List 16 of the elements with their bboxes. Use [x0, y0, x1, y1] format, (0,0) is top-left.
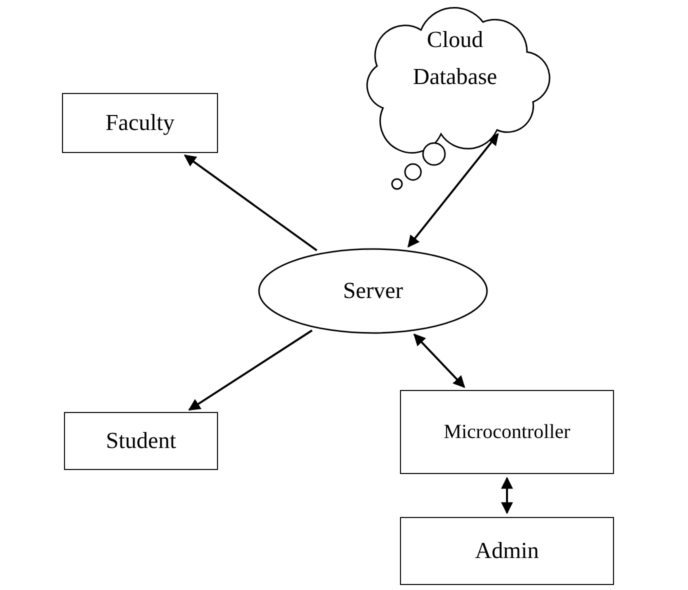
- process-box: [400, 390, 614, 474]
- process-box: [400, 517, 614, 585]
- arrow: [188, 330, 313, 411]
- arrow: [408, 133, 499, 248]
- node-label: Admin: [475, 537, 539, 566]
- node-label: Server: [342, 278, 404, 304]
- node-label: Microcontroller: [444, 420, 570, 444]
- arrow: [184, 154, 318, 252]
- node-label: Faculty: [106, 109, 174, 138]
- arrow: [413, 334, 466, 388]
- node-label: Cloud Database: [412, 26, 498, 91]
- process-box: [64, 412, 218, 470]
- arrow: [501, 476, 513, 514]
- node-label: Student: [106, 427, 176, 456]
- process-box: [62, 93, 218, 153]
- process-ellipse: [258, 248, 488, 334]
